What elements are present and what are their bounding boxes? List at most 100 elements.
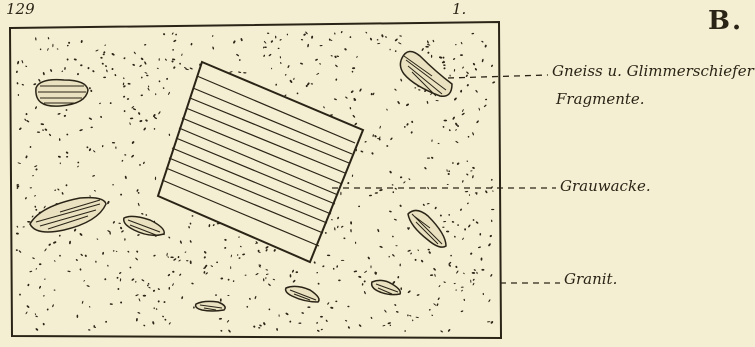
granite-grain: [139, 164, 141, 166]
granite-grain: [456, 270, 459, 274]
granite-grain: [120, 278, 122, 281]
granite-grain: [421, 48, 424, 52]
granite-grain: [337, 225, 339, 228]
granite-grain: [259, 324, 262, 327]
granite-grain: [254, 296, 256, 300]
granite-grain: [287, 65, 290, 69]
granite-grain: [216, 261, 218, 263]
granite-grain: [392, 254, 395, 257]
granite-grain: [442, 227, 444, 228]
granite-grain: [476, 120, 479, 124]
granite-grain: [394, 88, 397, 91]
granite-grain: [43, 205, 46, 208]
granite-grain: [163, 33, 166, 36]
granite-grain: [490, 274, 493, 277]
granite-grain: [461, 289, 463, 291]
granite-grain: [65, 109, 67, 111]
granite-grain: [220, 277, 223, 279]
granite-grain: [448, 264, 451, 268]
granite-grain: [39, 263, 42, 265]
granite-grain: [54, 189, 56, 191]
granite-grain: [492, 81, 496, 84]
granite-grain: [289, 79, 293, 83]
granite-grain: [166, 253, 168, 257]
granite-grain: [34, 195, 36, 197]
granite-grain: [343, 237, 345, 239]
granite-grain: [488, 243, 491, 247]
label-grauwacke: Grauwacke.: [560, 177, 651, 195]
granite-grain: [50, 69, 53, 72]
granite-grain: [153, 114, 156, 118]
granite-grain: [396, 311, 399, 313]
granite-grain: [74, 228, 77, 232]
granite-grain: [238, 71, 241, 73]
granite-grain: [68, 41, 71, 44]
granite-grain: [156, 308, 158, 310]
granite-grain: [440, 330, 443, 333]
granite-grain: [322, 265, 325, 267]
granite-grain: [452, 162, 454, 164]
granite-grain: [268, 54, 271, 57]
granite-grain: [148, 287, 151, 289]
granite-grain: [35, 37, 37, 40]
granite-grain: [360, 150, 363, 153]
granite-grain: [35, 315, 38, 317]
granite-grain: [347, 182, 350, 185]
granite-grain: [58, 155, 61, 158]
granite-grain: [408, 178, 411, 180]
granite-grain: [377, 39, 379, 41]
granite-grain: [141, 213, 144, 215]
granite-grain: [233, 280, 235, 282]
granite-grain: [127, 83, 130, 85]
granite-grain: [365, 31, 367, 33]
granite-grain: [63, 115, 66, 118]
granite-grain: [181, 296, 184, 299]
granite-grain: [105, 65, 108, 67]
granite-grain: [47, 37, 49, 40]
granite-grain: [57, 188, 60, 191]
granite-grain: [143, 161, 146, 164]
granite-grain: [440, 214, 443, 217]
granite-grain: [341, 225, 344, 228]
granite-grain: [352, 114, 355, 118]
granite-grain: [461, 287, 464, 288]
granite-grain: [446, 169, 447, 172]
granite-grain: [66, 134, 68, 136]
granite-grain: [238, 236, 239, 238]
fragment-7: [372, 280, 401, 294]
granite-grain: [83, 280, 85, 282]
granite-grain: [384, 309, 387, 313]
granite-grain: [317, 329, 320, 332]
granite-grain: [245, 274, 247, 275]
granite-grain: [44, 278, 46, 280]
granite-grain: [319, 63, 321, 65]
granite-grain: [162, 87, 164, 89]
granite-grain: [95, 49, 99, 51]
granite-grain: [52, 44, 53, 47]
granite-grain: [352, 174, 354, 177]
granite-grain: [147, 88, 150, 91]
granite-grain: [279, 39, 282, 41]
granite-grain: [175, 33, 177, 35]
granite-grain: [462, 66, 464, 69]
granite-grain: [123, 77, 125, 79]
granite-grain: [136, 250, 139, 253]
granite-grain: [131, 278, 135, 281]
granite-grain: [421, 259, 424, 262]
granite-grain: [356, 56, 358, 59]
granite-grain: [385, 36, 387, 38]
granite-grain: [428, 251, 431, 254]
granite-grain: [407, 249, 411, 252]
granite-grain: [172, 283, 174, 286]
granite-grain: [179, 62, 181, 64]
granite-grain: [191, 282, 194, 284]
granite-grain: [354, 122, 357, 125]
granite-grain: [460, 310, 463, 312]
granite-grain: [325, 232, 327, 234]
granite-grain: [272, 278, 275, 280]
granite-grain: [19, 127, 23, 130]
granite-grain: [79, 268, 81, 271]
granite-grain: [292, 279, 296, 283]
granite-grain: [325, 319, 328, 322]
granite-grain: [102, 145, 104, 148]
